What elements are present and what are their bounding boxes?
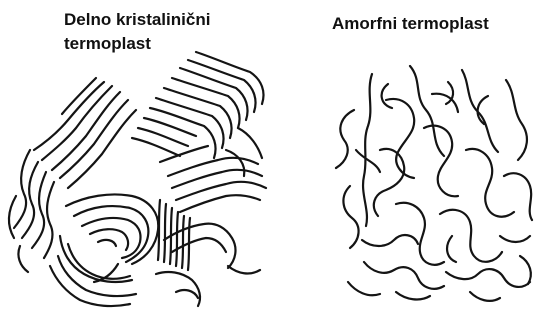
tangled-chains xyxy=(336,66,532,301)
